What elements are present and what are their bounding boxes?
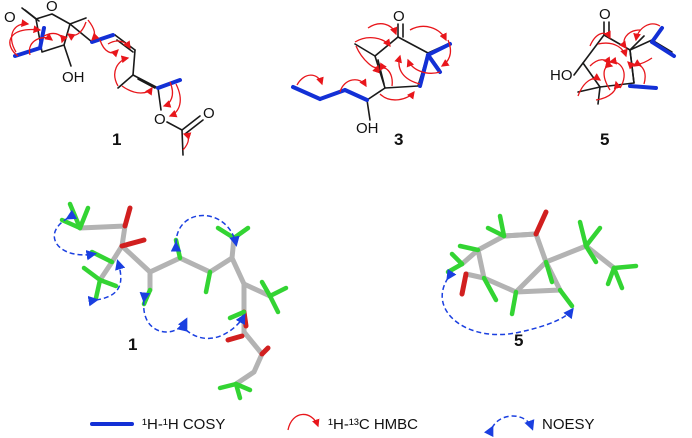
legend-hmbc-label: ¹H-¹³C HMBC [328, 416, 418, 433]
model-1-number: 1 [128, 335, 137, 354]
compound-5-carbonyl-oxygen-label: O [599, 6, 611, 23]
compound-1-number: 1 [112, 130, 121, 149]
compound-3-carbonyl-oxygen-label: O [393, 8, 405, 25]
legend: ¹H-¹H COSY ¹H-¹³C HMBC NOESY [90, 413, 595, 438]
compound-5-number: 5 [600, 130, 609, 149]
model-1-3d: 1 [53, 201, 289, 401]
legend-cosy-label: ¹H-¹H COSY [142, 416, 225, 433]
compound-1-hydroxyl-label: OH [62, 69, 85, 86]
model-5-3d: 5 [441, 209, 639, 350]
compound-1-ester-oxygen-label: O [154, 111, 166, 128]
compound-3-structure: O OH 3 [291, 8, 452, 149]
compound-1-structure: O O OH O O 1 [4, 0, 215, 156]
compound-5-structure: O HO 5 [550, 6, 676, 149]
compound-3-number: 3 [394, 130, 403, 149]
model-5-number: 5 [514, 331, 523, 350]
legend-noesy-swatch [483, 415, 535, 438]
legend-noesy-label: NOESY [542, 416, 595, 433]
legend-hmbc-swatch [287, 413, 320, 431]
compound-1-carbonyl-oxygen-label: O [4, 9, 16, 26]
compound-1-acetyl-oxygen-label: O [203, 105, 215, 122]
compound-1-ring-oxygen-label: O [46, 0, 58, 15]
compound-5-hydroxyl-label: HO [550, 67, 573, 84]
compound-3-hydroxyl-label: OH [356, 120, 379, 137]
